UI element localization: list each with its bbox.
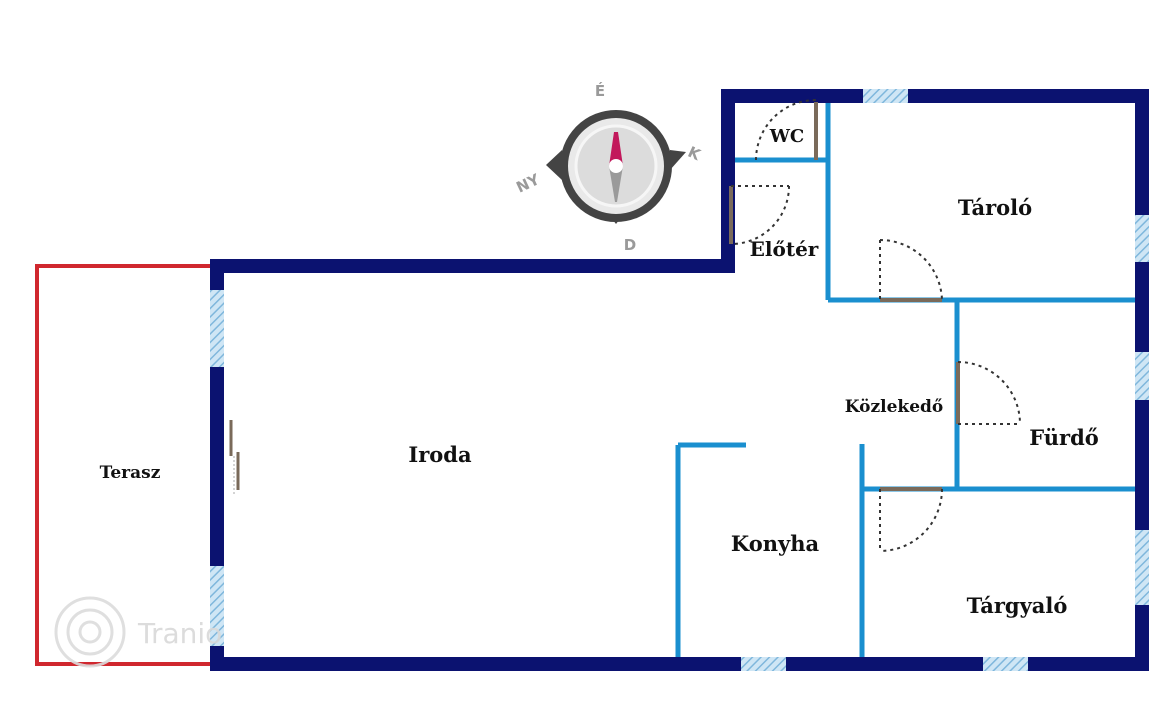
window — [210, 290, 224, 367]
room-label-kozlekedo: Közlekedő — [845, 397, 944, 417]
window — [863, 89, 908, 103]
room-label-konyha: Konyha — [731, 531, 820, 556]
room-label-eloter: Előtér — [750, 237, 819, 261]
doors — [229, 99, 1021, 552]
room-label-furdo: Fürdő — [1029, 425, 1099, 450]
compass-pointer-w — [546, 150, 562, 180]
watermark-text: Tranio — [137, 617, 222, 650]
compass-west-label: NY — [513, 170, 543, 197]
window — [210, 566, 224, 646]
watermark-logo-icon — [54, 596, 126, 668]
window — [741, 657, 786, 671]
compass-pointer-e — [670, 150, 686, 170]
window — [1135, 215, 1149, 262]
inner-walls — [675, 103, 1135, 657]
outer-wall — [210, 89, 1149, 671]
compass-needle-north — [609, 132, 623, 166]
room-label-targyalo: Tárgyaló — [967, 593, 1068, 618]
compass-south-label: D — [624, 236, 636, 254]
room-label-iroda: Iroda — [408, 442, 472, 467]
compass-east-label: K — [685, 143, 704, 165]
watermark: Tranio — [54, 596, 222, 668]
room-label-wc: WC — [769, 126, 805, 147]
compass: É K D NY — [513, 81, 704, 254]
window — [1135, 352, 1149, 400]
compass-north-label: É — [595, 81, 605, 100]
compass-needle-south — [609, 166, 623, 202]
room-label-terasz: Terasz — [100, 463, 161, 483]
room-label-tarolo: Tároló — [958, 195, 1032, 220]
terrace-outline — [35, 264, 215, 666]
window — [983, 657, 1028, 671]
window — [1135, 530, 1149, 605]
